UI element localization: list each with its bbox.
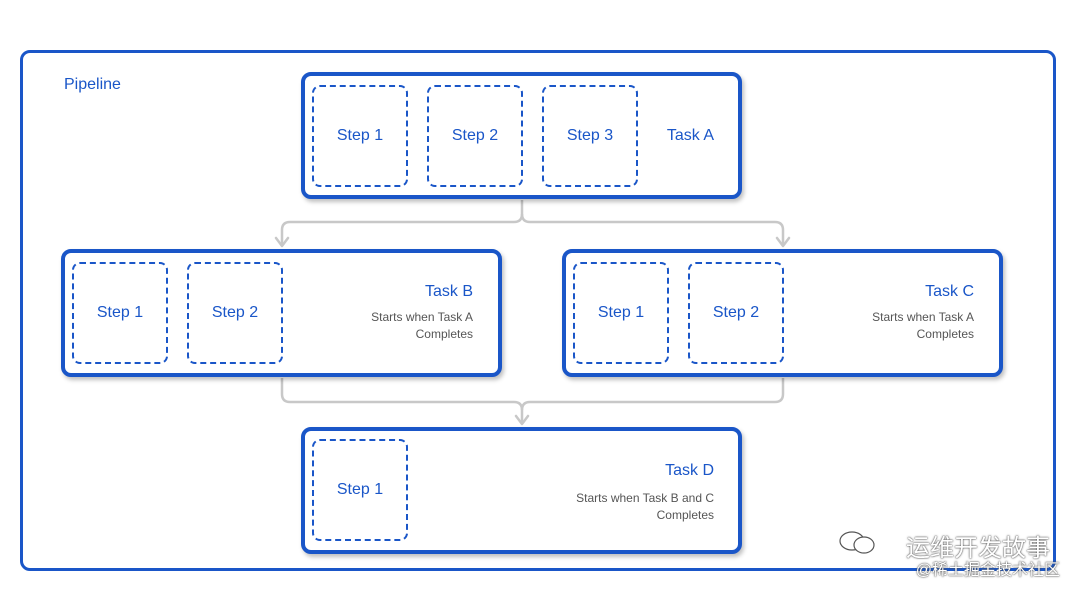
task-b-step-2: Step 2 — [187, 262, 283, 364]
task-c-title: Task C — [925, 283, 974, 300]
task-a-title: Task A — [666, 127, 714, 144]
task-d-desc-line-1: Starts when Task B and C — [576, 491, 714, 505]
task-b-desc-line-2: Completes — [415, 327, 473, 341]
pipeline-container — [20, 50, 1056, 571]
task-c-desc-line-1: Starts when Task A — [872, 310, 974, 324]
arrowhead-to-c — [775, 236, 791, 248]
arrowhead-to-b — [274, 236, 290, 248]
task-d-step-1: Step 1 — [312, 439, 408, 541]
task-a-step-1: Step 1 — [312, 85, 408, 187]
connector-a-to-b — [280, 200, 524, 246]
pipeline-label: Pipeline — [64, 76, 121, 93]
arrowhead-to-d — [514, 414, 530, 426]
task-b-desc-line-1: Starts when Task A — [371, 310, 473, 324]
task-b-step-1: Step 1 — [72, 262, 168, 364]
task-c-step-2: Step 2 — [688, 262, 784, 364]
task-a-step-2: Step 2 — [427, 85, 523, 187]
connector-c-to-d — [520, 378, 785, 411]
task-c-desc-line-2: Completes — [916, 327, 974, 341]
watermark-title: 运维开发故事 — [906, 535, 1050, 562]
task-b-description: Starts when Task A Completes — [371, 309, 473, 343]
task-d-description: Starts when Task B and C Completes — [576, 490, 714, 524]
wechat-icon — [839, 531, 875, 554]
task-d-title: Task D — [665, 462, 714, 479]
connector-a-to-c — [520, 213, 785, 246]
task-c-step-1: Step 1 — [573, 262, 669, 364]
task-b-title: Task B — [424, 283, 473, 300]
connector-b-to-d — [280, 378, 524, 424]
watermark-subtitle: @稀土掘金技术社区 — [915, 562, 1060, 579]
task-a-step-3: Step 3 — [542, 85, 638, 187]
task-d-desc-line-2: Completes — [656, 508, 714, 522]
task-d-box — [301, 427, 742, 554]
task-c-description: Starts when Task A Completes — [872, 309, 974, 343]
